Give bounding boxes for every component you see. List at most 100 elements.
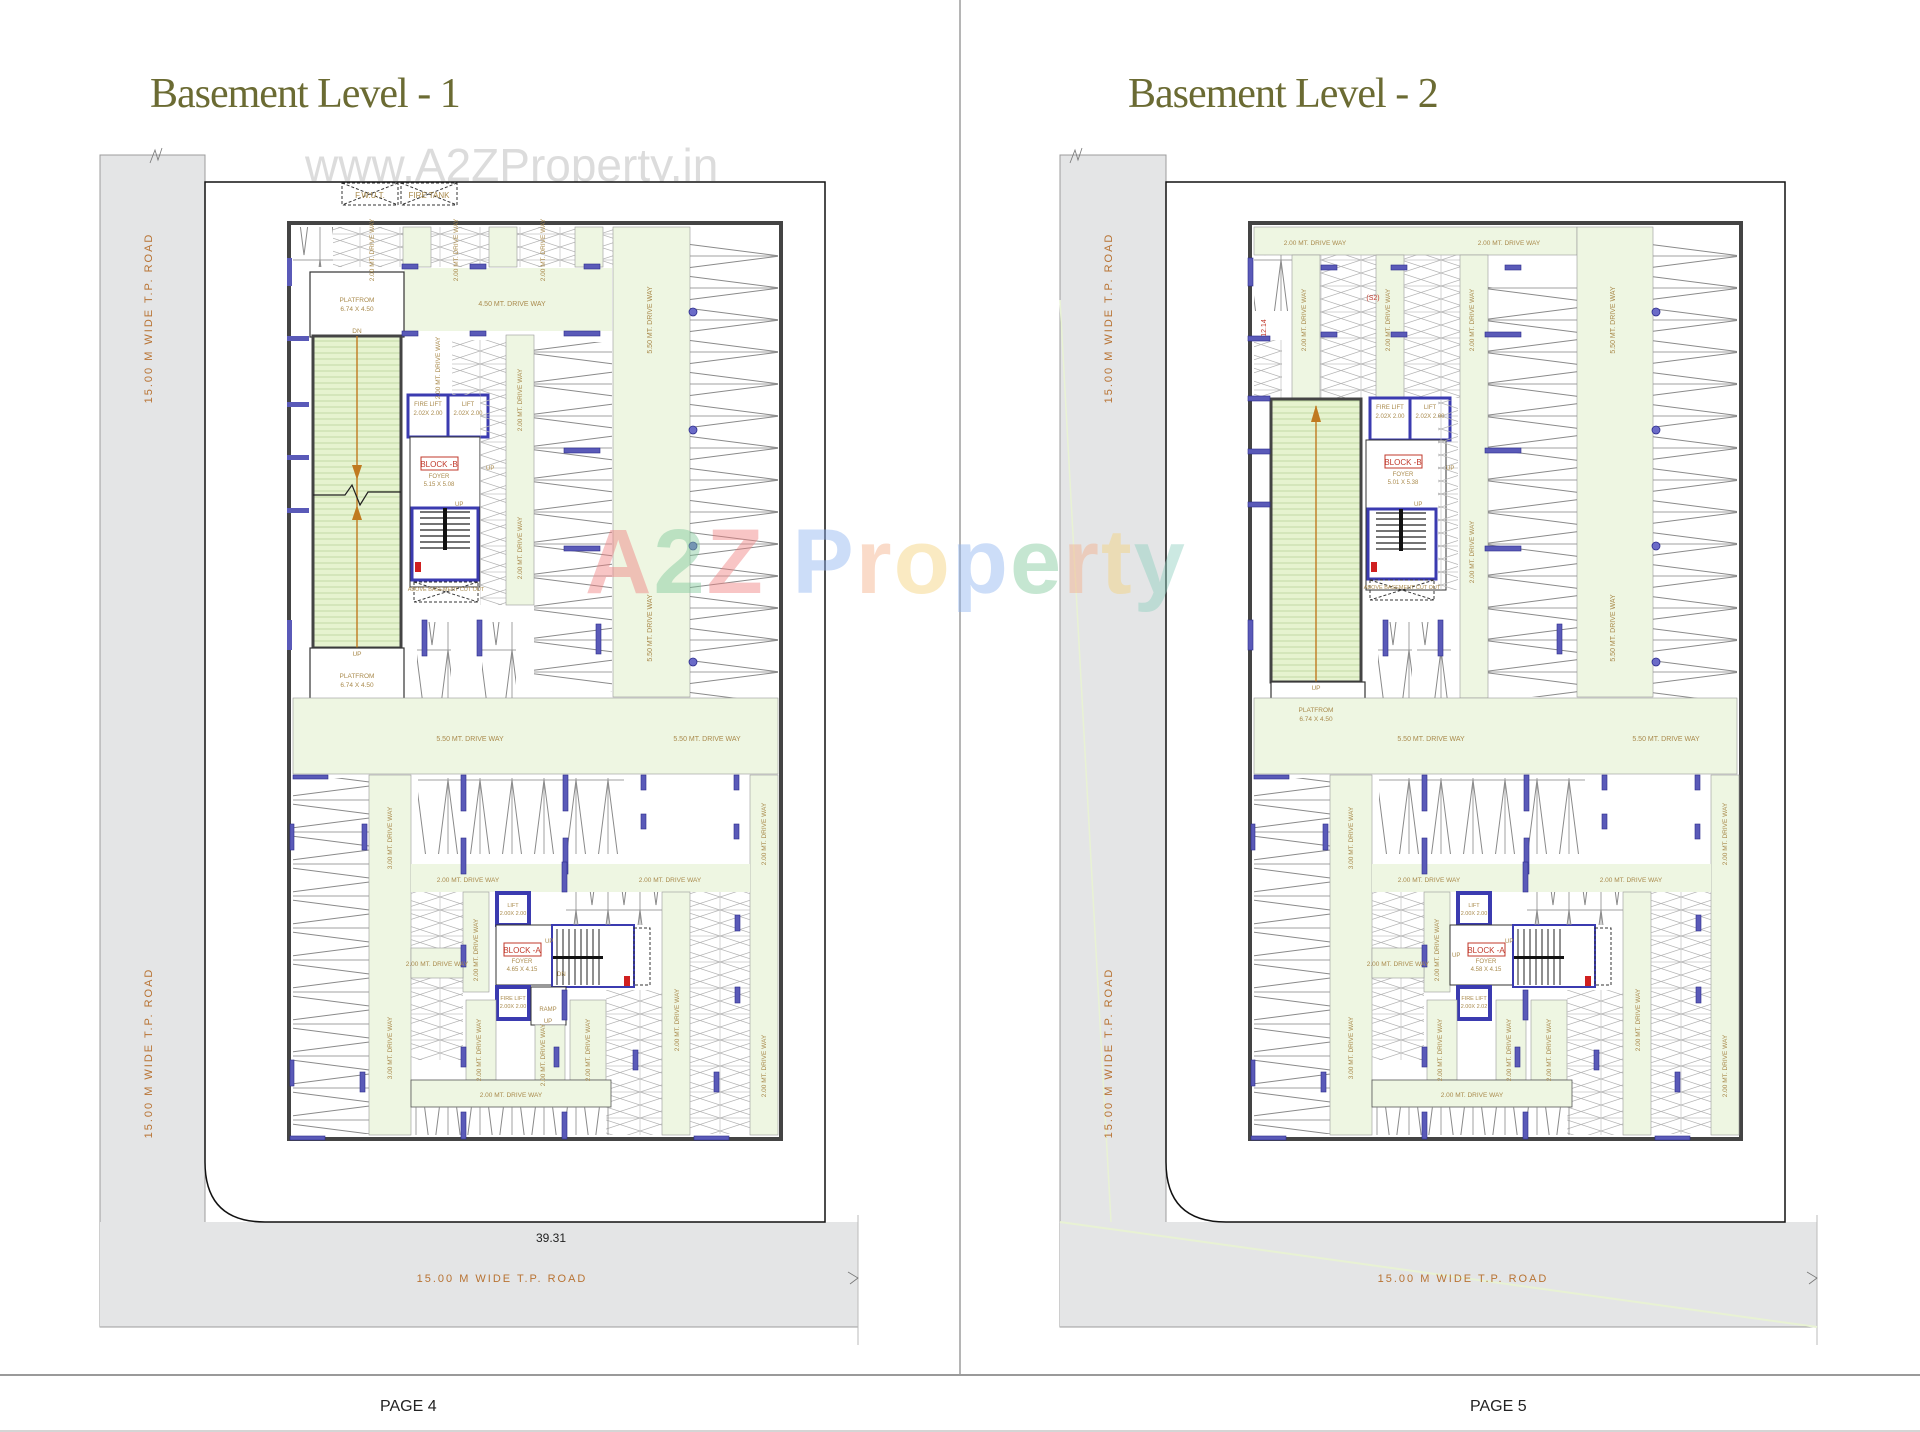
svg-text:6.74 X 4.50: 6.74 X 4.50	[340, 306, 374, 313]
svg-text:4.65 X 4.15: 4.65 X 4.15	[507, 967, 538, 973]
svg-text:PLATFROM: PLATFROM	[1299, 707, 1334, 714]
svg-text:6.74 X 4.50: 6.74 X 4.50	[1299, 716, 1333, 723]
svg-text:UP: UP	[455, 502, 463, 508]
svg-text:2.00 MT. DRIVE WAY: 2.00 MT. DRIVE WAY	[1385, 288, 1392, 351]
svg-text:12.14: 12.14	[1261, 319, 1268, 337]
svg-text:2.00 MT. DRIVE WAY: 2.00 MT. DRIVE WAY	[517, 516, 524, 579]
svg-text:BLOCK -A: BLOCK -A	[503, 946, 541, 955]
svg-text:2.02X 2.00: 2.02X 2.00	[413, 411, 443, 417]
svg-text:5.50 MT. DRIVE WAY: 5.50 MT. DRIVE WAY	[436, 736, 504, 743]
svg-text:2.02X 2.00: 2.02X 2.00	[1415, 414, 1445, 420]
svg-text:FOYER: FOYER	[1476, 959, 1497, 965]
svg-text:2.00 MT. DRIVE WAY: 2.00 MT. DRIVE WAY	[435, 336, 442, 399]
svg-text:UP: UP	[352, 651, 361, 658]
svg-text:BLOCK -A: BLOCK -A	[1467, 946, 1505, 955]
svg-text:2.00 MT. DRIVE WAY: 2.00 MT. DRIVE WAY	[1546, 1018, 1553, 1081]
svg-text:2.00X 2.02: 2.00X 2.02	[1461, 1004, 1488, 1010]
svg-text:2.02X 2.00: 2.02X 2.00	[453, 411, 483, 417]
svg-text:2.00X 2.00: 2.00X 2.00	[500, 1004, 527, 1010]
svg-text:UP: UP	[1311, 685, 1320, 692]
svg-text:2.00X 2.00: 2.00X 2.00	[500, 911, 527, 917]
svg-text:5.15 X 5.08: 5.15 X 5.08	[424, 482, 455, 488]
svg-text:2.00 MT. DRIVE WAY: 2.00 MT. DRIVE WAY	[1441, 1092, 1504, 1099]
watermark-letter: r	[1063, 511, 1101, 613]
watermark-logo: A2Z Property	[585, 510, 1187, 615]
watermark-letter: e	[1009, 511, 1064, 613]
svg-text:2.00 MT. DRIVE WAY: 2.00 MT. DRIVE WAY	[1437, 1018, 1444, 1081]
svg-text:FIRE LIFT: FIRE LIFT	[500, 996, 526, 1002]
watermark-letter: t	[1100, 511, 1134, 613]
svg-text:15.00 M WIDE T.P. ROAD: 15.00 M WIDE T.P. ROAD	[1378, 1273, 1549, 1285]
svg-text:5.50 MT. DRIVE WAY: 5.50 MT. DRIVE WAY	[673, 736, 741, 743]
svg-text:2.00 MT. DRIVE WAY: 2.00 MT. DRIVE WAY	[1469, 520, 1476, 583]
svg-text:15.00 M WIDE T.P. ROAD: 15.00 M WIDE T.P. ROAD	[143, 968, 155, 1139]
svg-text:RAMP: RAMP	[539, 1007, 556, 1013]
svg-text:UP: UP	[545, 939, 553, 945]
page-title: Basement Level - 1	[150, 71, 461, 117]
svg-text:6.74 X 4.50: 6.74 X 4.50	[340, 682, 374, 689]
svg-text:2.00 MT. DRIVE WAY: 2.00 MT. DRIVE WAY	[639, 877, 702, 884]
svg-text:2.00 MT. DRIVE WAY: 2.00 MT. DRIVE WAY	[1478, 240, 1541, 247]
svg-text:2.00 MT. DRIVE WAY: 2.00 MT. DRIVE WAY	[585, 1018, 592, 1081]
footer-divider	[0, 1374, 1920, 1376]
svg-text:LIFT: LIFT	[507, 903, 519, 909]
svg-text:5.01 X 5.38: 5.01 X 5.38	[1388, 480, 1419, 486]
svg-text:3.00 MT. DRIVE WAY: 3.00 MT. DRIVE WAY	[387, 806, 394, 869]
page-number: PAGE 5	[1470, 1398, 1527, 1415]
svg-text:FOYER: FOYER	[512, 959, 533, 965]
top-tank-boxes	[341, 182, 458, 206]
watermark-letter: y	[1133, 511, 1187, 613]
page-number: PAGE 4	[380, 1398, 437, 1415]
svg-text:2.00 MT. DRIVE WAY: 2.00 MT. DRIVE WAY	[1600, 877, 1663, 884]
svg-text:2.00 MT. DRIVE WAY: 2.00 MT. DRIVE WAY	[476, 1018, 483, 1081]
svg-text:2.00 MT. DRIVE WAY: 2.00 MT. DRIVE WAY	[437, 877, 500, 884]
watermark-letter: Z	[706, 511, 765, 613]
svg-text:2.00 MT. DRIVE WAY: 2.00 MT. DRIVE WAY	[453, 218, 460, 281]
svg-text:DN: DN	[352, 328, 362, 335]
svg-text:F.W.U.T.: F.W.U.T.	[355, 191, 385, 200]
svg-text:FIRE LIFT: FIRE LIFT	[1376, 405, 1404, 411]
svg-text:2.00 MT. DRIVE WAY: 2.00 MT. DRIVE WAY	[540, 218, 547, 281]
svg-text:UP: UP	[544, 1019, 552, 1025]
svg-text:UP: UP	[1414, 502, 1422, 508]
svg-text:3.00 MT. DRIVE WAY: 3.00 MT. DRIVE WAY	[1348, 1016, 1355, 1079]
svg-text:LIFT: LIFT	[1468, 903, 1480, 909]
watermark-letter: p	[951, 511, 1010, 613]
svg-text:2.00 MT. DRIVE WAY: 2.00 MT. DRIVE WAY	[1367, 961, 1430, 968]
svg-text:FIRE LIFT: FIRE LIFT	[414, 402, 442, 408]
svg-text:UP: UP	[486, 466, 494, 472]
page-basement-level-1: Basement Level - 1 www.A2ZProperty.in	[0, 0, 959, 1415]
svg-text:4.58 X 4.15: 4.58 X 4.15	[1471, 967, 1502, 973]
svg-text:2.00 MT. DRIVE WAY: 2.00 MT. DRIVE WAY	[1284, 240, 1347, 247]
svg-text:2.00 MT. DRIVE WAY: 2.00 MT. DRIVE WAY	[369, 218, 376, 281]
svg-text:2.00 MT. DRIVE WAY: 2.00 MT. DRIVE WAY	[540, 1023, 547, 1086]
svg-text:UP: UP	[1446, 466, 1454, 472]
svg-text:PLATFROM: PLATFROM	[340, 297, 375, 304]
svg-text:ABOVE BASEMENT CUT OUT: ABOVE BASEMENT CUT OUT	[1364, 585, 1441, 591]
svg-text:UP: UP	[1505, 939, 1513, 945]
watermark-letter: 2	[653, 511, 707, 613]
svg-text:2.00 MT. DRIVE WAY: 2.00 MT. DRIVE WAY	[674, 988, 681, 1051]
watermark-letter: o	[893, 511, 952, 613]
svg-text:2.00 MT. DRIVE WAY: 2.00 MT. DRIVE WAY	[1301, 288, 1308, 351]
svg-text:2.00 MT. DRIVE WAY: 2.00 MT. DRIVE WAY	[1469, 288, 1476, 351]
footer-bottom-line	[0, 1430, 1920, 1432]
svg-text:3.00 MT. DRIVE WAY: 3.00 MT. DRIVE WAY	[387, 1016, 394, 1079]
svg-text:FOYER: FOYER	[429, 474, 450, 480]
svg-text:BLOCK -B: BLOCK -B	[1384, 458, 1421, 467]
svg-text:(S2): (S2)	[1366, 295, 1379, 302]
svg-text:5.50 MT. DRIVE WAY: 5.50 MT. DRIVE WAY	[1610, 594, 1617, 662]
svg-text:5.50 MT. DRIVE WAY: 5.50 MT. DRIVE WAY	[647, 594, 654, 662]
svg-text:5.50 MT. DRIVE WAY: 5.50 MT. DRIVE WAY	[1397, 736, 1465, 743]
svg-text:15.00 M WIDE T.P. ROAD: 15.00 M WIDE T.P. ROAD	[143, 233, 155, 404]
svg-text:2.00 MT. DRIVE WAY: 2.00 MT. DRIVE WAY	[1398, 877, 1461, 884]
svg-text:2.00 MT. DRIVE WAY: 2.00 MT. DRIVE WAY	[473, 918, 480, 981]
svg-text:ABOVE BASEMENT CUT OUT: ABOVE BASEMENT CUT OUT	[408, 587, 485, 593]
floor-plan-drawing: F.W.U.T. FIRE TANK	[99, 147, 859, 1345]
page-basement-level-2: Basement Level - 2	[961, 0, 1920, 1415]
svg-text:2.00 MT. DRIVE WAY: 2.00 MT. DRIVE WAY	[761, 1034, 768, 1097]
svg-text:PLATFROM: PLATFROM	[340, 673, 375, 680]
svg-text:15.00 M WIDE T.P. ROAD: 15.00 M WIDE T.P. ROAD	[1103, 233, 1115, 404]
svg-text:2.00 MT. DRIVE WAY: 2.00 MT. DRIVE WAY	[761, 802, 768, 865]
svg-text:2.00 MT. DRIVE WAY: 2.00 MT. DRIVE WAY	[406, 961, 469, 968]
